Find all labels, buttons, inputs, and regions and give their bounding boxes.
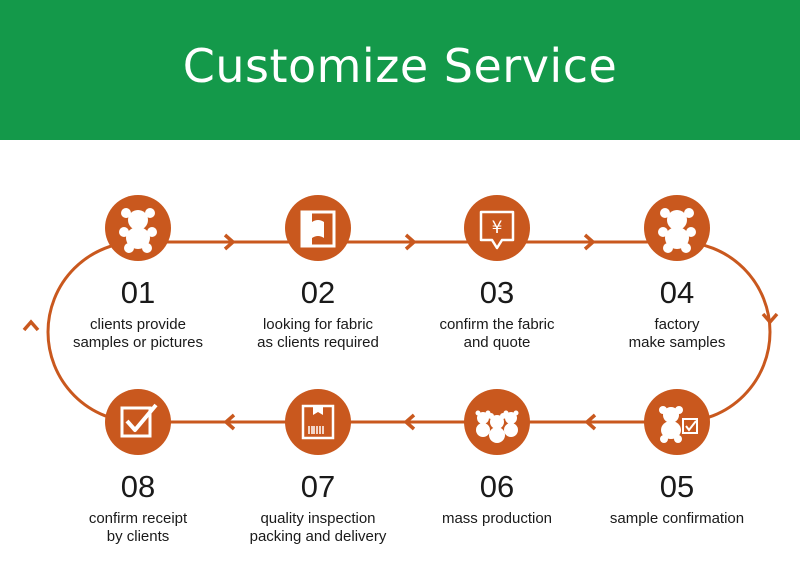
step-description: factory make samples — [628, 316, 726, 351]
arrow-left-icon — [223, 413, 236, 431]
step-03: 03 confirm the fabric and quote — [402, 276, 592, 352]
step-description: confirm receipt by clients — [88, 510, 188, 545]
bear-checkmark-icon — [659, 406, 698, 443]
arrow-left-icon — [584, 413, 597, 431]
page-title: Customize Service — [182, 39, 618, 93]
arrow-right-icon — [404, 233, 417, 251]
step-07: 07 quality inspection packing and delive… — [223, 470, 413, 546]
step-description: mass production — [441, 510, 553, 527]
step-08: 08 confirm receipt by clients — [43, 470, 233, 546]
step-01-icon-circle — [105, 195, 171, 261]
step-description: sample confirmation — [609, 510, 745, 527]
checkbox-icon — [120, 403, 158, 438]
teddy-bear-icon — [658, 208, 696, 253]
arrow-right-icon — [223, 233, 236, 251]
step-number: 01 — [120, 275, 156, 310]
step-number: 03 — [479, 275, 515, 310]
step-number: 04 — [659, 275, 695, 310]
step-04-icon-circle — [644, 195, 710, 261]
step-02-icon-circle — [285, 195, 351, 261]
step-description: clients provide samples or pictures — [72, 316, 204, 351]
teddy-bear-icon — [119, 208, 157, 253]
step-number: 07 — [300, 469, 336, 504]
arrow-up-icon — [22, 319, 40, 332]
step-description: looking for fabric as clients required — [257, 316, 379, 351]
step-03-icon-circle: ¥ — [464, 195, 530, 261]
step-05-icon-circle — [644, 389, 710, 455]
step-07-icon-circle — [285, 389, 351, 455]
step-number: 05 — [659, 469, 695, 504]
svg-text:¥: ¥ — [492, 218, 503, 238]
step-08-icon-circle — [105, 389, 171, 455]
step-06: 06 mass production — [402, 470, 592, 528]
step-05: 05 sample confirmation — [582, 470, 772, 528]
package-barcode-icon — [301, 404, 335, 440]
arrow-down-icon — [761, 312, 779, 325]
step-number: 08 — [120, 469, 156, 504]
step-06-icon-circle — [464, 389, 530, 455]
step-02: 02 looking for fabric as clients require… — [223, 276, 413, 352]
yen-quote-icon: ¥ — [479, 210, 515, 250]
step-number: 02 — [300, 275, 336, 310]
step-04: 04 factory make samples — [582, 276, 772, 352]
arrow-right-icon — [583, 233, 596, 251]
header-banner: Customize Service — [0, 0, 800, 140]
step-description: quality inspection packing and delivery — [249, 510, 387, 545]
step-description: confirm the fabric and quote — [439, 316, 555, 351]
bears-group-icon — [475, 410, 519, 443]
arrow-left-icon — [403, 413, 416, 431]
step-number: 06 — [479, 469, 515, 504]
fabric-roll-icon — [300, 210, 336, 248]
step-01: 01 clients provide samples or pictures — [43, 276, 233, 352]
